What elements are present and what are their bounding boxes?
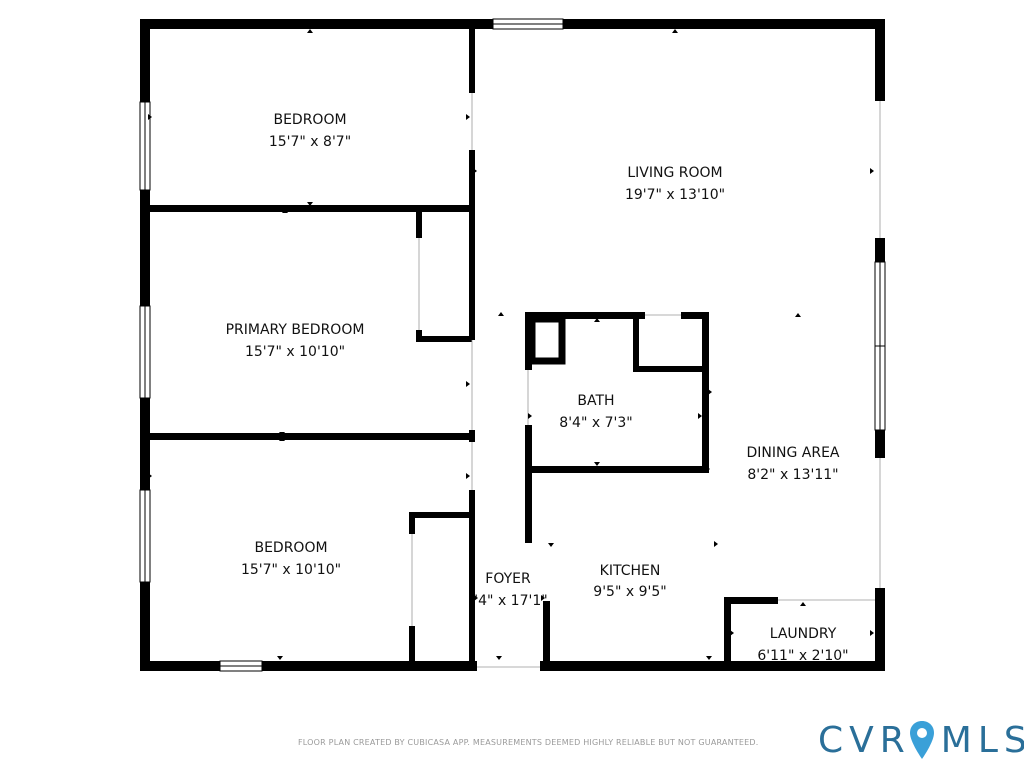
wall-primary-bed2 — [150, 433, 470, 440]
wall-bedroom-living-1 — [469, 29, 475, 93]
bath-top — [525, 312, 645, 319]
room-name-bedroom-1: BEDROOM — [273, 112, 347, 128]
room-dims-primary-bedroom: 15'7" x 10'10" — [244, 344, 346, 360]
wall-bedroom-living-4 — [469, 490, 475, 665]
room-name-kitchen: KITCHEN — [599, 563, 661, 579]
room-name-bedroom-2: BEDROOM — [254, 540, 328, 556]
room-name-dining-area: DINING AREA — [746, 445, 840, 461]
wall-top-right — [563, 19, 885, 29]
closet-bed2-side2 — [409, 626, 415, 664]
wall-right-lower — [875, 588, 885, 671]
room-dims-laundry: 6'11" x 2'10" — [757, 648, 849, 664]
room-dims-dining-area: 8'2" x 13'11" — [747, 467, 839, 483]
logo-text-left: CVR — [818, 719, 911, 761]
closet-primary-side — [416, 212, 422, 238]
wall-bedroom-living-3 — [469, 430, 475, 442]
closet-primary-bottom — [416, 336, 472, 342]
bath-right-closet-b — [633, 366, 709, 372]
room-dims-bedroom-2: 15'7" x 10'10" — [240, 562, 342, 578]
wall-bottom-right — [540, 661, 885, 671]
openings — [411, 93, 881, 668]
room-name-primary-bedroom: PRIMARY BEDROOM — [225, 322, 365, 338]
logo-text-right: MLS — [940, 719, 1024, 761]
wall-right-mid — [875, 238, 885, 262]
room-name-bath: BATH — [577, 393, 615, 409]
bath-right-upper — [702, 312, 709, 392]
dimension-markers — [148, 29, 874, 660]
bath-inner-closet — [528, 315, 566, 365]
wall-bottom-mid — [262, 661, 477, 671]
floor-plan-disclaimer: FLOOR PLAN CREATED BY CUBICASA APP. MEAS… — [298, 738, 759, 747]
foyer-right-wall — [543, 601, 550, 667]
cvr-mls-logo: CVR MLS — [818, 718, 1024, 762]
bath-right-lower — [702, 392, 709, 472]
closet-primary-side2 — [416, 330, 422, 342]
bath-bottom — [530, 466, 709, 473]
laundry-top — [724, 597, 778, 604]
bath-left-lower — [525, 425, 532, 543]
closet-bed2-top — [409, 512, 471, 518]
wall-bottom-left — [140, 661, 220, 671]
windows — [139, 18, 886, 672]
bath-right-closet-l — [633, 312, 639, 372]
room-dims-bedroom-1: 15'7" x 8'7" — [268, 134, 352, 150]
room-dims-bath: 8'4" x 7'3" — [559, 415, 633, 431]
room-dims-living-room: 19'7" x 13'10" — [624, 187, 726, 203]
wall-top-left — [140, 19, 493, 29]
closet-bed2-side1 — [409, 512, 415, 534]
wall-right-mid2 — [875, 430, 885, 458]
room-dims-kitchen: 9'5" x 9'5" — [593, 584, 667, 600]
room-name-laundry: LAUNDRY — [769, 626, 837, 642]
wall-bed1-primary — [150, 205, 470, 212]
room-dims-foyer: '4" x 17'1" — [474, 593, 548, 609]
bath-top-right — [681, 312, 709, 319]
room-name-foyer: FOYER — [485, 571, 531, 587]
wall-right-upper — [875, 19, 885, 101]
laundry-left — [724, 597, 731, 667]
wall-bedroom-living-2 — [469, 150, 475, 340]
map-pin-icon — [909, 721, 934, 759]
room-name-living-room: LIVING ROOM — [627, 165, 723, 181]
